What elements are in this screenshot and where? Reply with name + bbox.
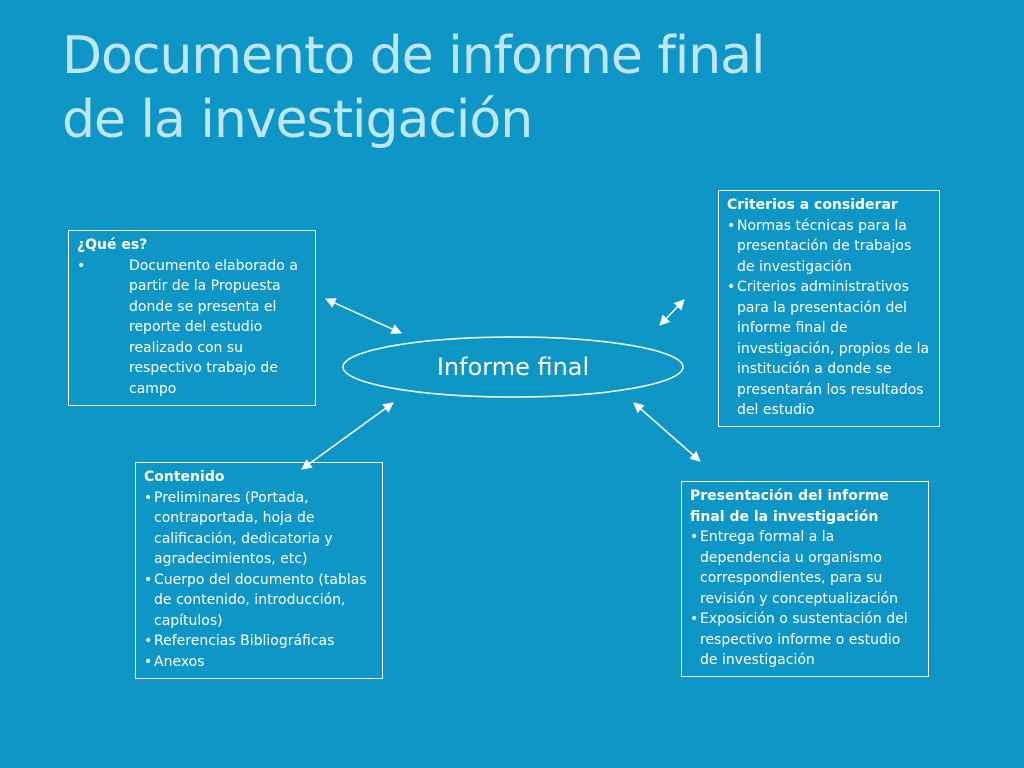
bullet-icon: • <box>690 529 699 545</box>
presentacion-heading-line-2: final de la investigación <box>690 508 879 525</box>
title-line-1: Documento de informe final <box>62 26 765 86</box>
que-es-heading: ¿Qué es? <box>77 237 148 253</box>
arrow-presentacion <box>633 402 701 462</box>
criterios-heading: Criterios a considerar <box>727 197 898 213</box>
list-item: •Cuerpo del documento (tablas de conteni… <box>144 571 367 629</box>
bullet-icon: • <box>727 217 736 234</box>
list-item: •Criterios administrativos para la prese… <box>727 279 930 418</box>
box-que-es: ¿Qué es? •Documento elaborado a partir d… <box>68 230 316 406</box>
list-item: •Referencias Bibliográficas <box>144 631 374 652</box>
bullet-icon: • <box>144 633 153 649</box>
list-item: •Entrega formal a la dependencia u organ… <box>690 529 899 607</box>
box-criterios: Criterios a considerar •Normas técnicas … <box>718 190 940 427</box>
slide-title: Documento de informe final de la investi… <box>62 24 982 152</box>
arrow-criterios <box>659 299 685 326</box>
list-item: •Normas técnicas para la presentación de… <box>727 217 912 275</box>
center-label: Informe final <box>436 353 590 381</box>
center-node: Informe final <box>342 337 684 397</box>
bullet-icon: • <box>144 653 153 670</box>
arrow-contenido <box>301 402 394 470</box>
arrow-que-es <box>325 298 402 334</box>
bullet-icon: • <box>144 489 153 506</box>
contenido-heading: Contenido <box>144 469 225 485</box>
bullet-icon: • <box>77 257 86 274</box>
bullet-icon: • <box>690 611 699 627</box>
list-item: •Documento elaborado a partir de la Prop… <box>77 257 298 397</box>
bullet-icon: • <box>727 279 736 295</box>
list-item: •Exposición o sustentación del respectiv… <box>690 611 908 668</box>
center-ellipse <box>342 336 684 398</box>
list-item: •Anexos <box>144 652 374 673</box>
list-item: •Preliminares (Portada, contraportada, h… <box>144 489 333 568</box>
presentacion-heading-line-1: Presentación del informe <box>690 488 889 504</box>
box-contenido: Contenido •Preliminares (Portada, contra… <box>135 462 383 679</box>
bullet-icon: • <box>144 571 153 588</box>
box-presentacion: Presentación del informe final de la inv… <box>681 481 929 677</box>
title-line-2: de la investigación <box>62 90 533 150</box>
